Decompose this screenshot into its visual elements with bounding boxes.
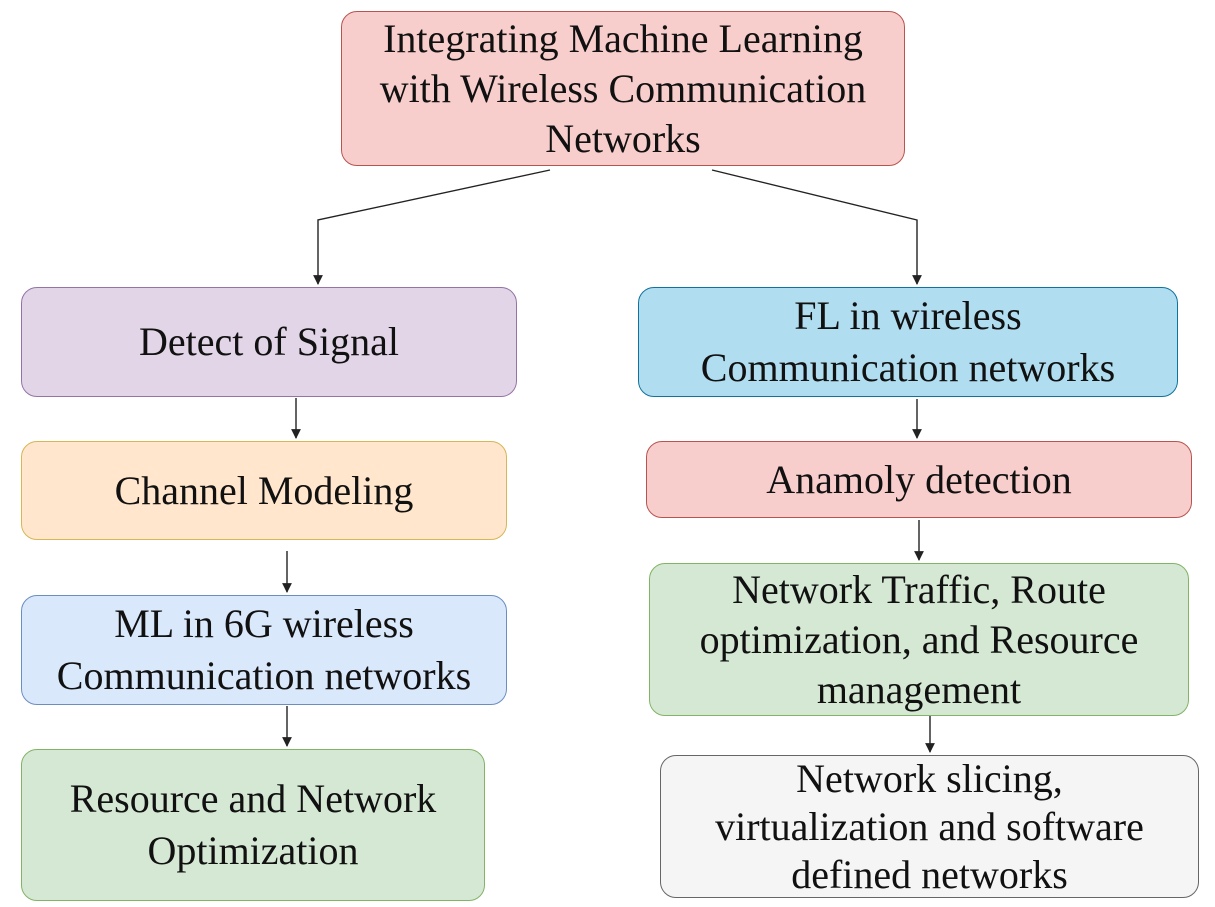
channel-modeling-label: Channel Modeling [114, 467, 414, 513]
fl-in-wireless-node: FL in wireless Communication networks [638, 287, 1178, 397]
edge-root-to-detect-of-signal [313, 169, 551, 285]
network-slicing-node: Network slicing, virtualization and soft… [660, 755, 1199, 898]
anomaly-detection-label: Anamoly detection [766, 456, 1072, 502]
channel-modeling-node: Channel Modeling [21, 441, 507, 540]
network-slicing-label: Network slicing, virtualization and soft… [715, 755, 1144, 897]
resource-network-optimization-node: Resource and Network Optimization [21, 749, 485, 901]
network-traffic-node: Network Traffic, Route optimization, and… [649, 563, 1189, 716]
resource-network-optimization-label: Resource and Network Optimization [69, 776, 437, 873]
detect-of-signal-label: Detect of Signal [139, 319, 399, 364]
edge-root-to-fl-in-wireless [711, 169, 922, 285]
root-node-label: Integrating Machine Learning with Wirele… [379, 15, 867, 161]
anomaly-detection-node: Anamoly detection [646, 441, 1192, 518]
fl-in-wireless-label: FL in wireless Communication networks [700, 293, 1116, 390]
detect-of-signal-node: Detect of Signal [21, 287, 517, 397]
root-node: Integrating Machine Learning with Wirele… [341, 11, 905, 166]
ml-in-6g-node: ML in 6G wireless Communication networks [21, 595, 507, 705]
network-traffic-label: Network Traffic, Route optimization, and… [699, 566, 1139, 712]
ml-in-6g-label: ML in 6G wireless Communication networks [56, 601, 472, 698]
